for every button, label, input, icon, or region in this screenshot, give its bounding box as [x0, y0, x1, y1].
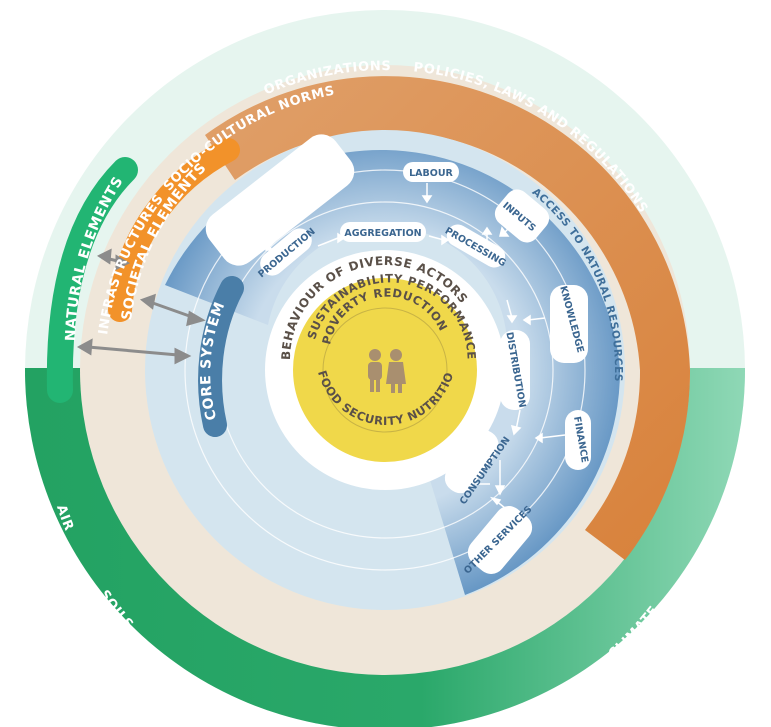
guide-circle-outer — [184, 169, 586, 571]
people-icon — [368, 349, 406, 393]
natural-elements-bar — [46, 157, 138, 403]
societal-elements-band — [205, 76, 691, 560]
center-inner-ring — [322, 307, 448, 433]
label-aggregation: AGGREGATION — [344, 228, 421, 239]
connector-arrows — [76, 248, 206, 365]
flow-arrows — [265, 183, 566, 513]
label-labour: LABOUR — [409, 168, 453, 179]
societal-elements-bar — [108, 138, 240, 322]
center-disc — [293, 278, 477, 462]
core-system-bar — [198, 276, 244, 437]
blue-ring-pills — [205, 134, 591, 574]
